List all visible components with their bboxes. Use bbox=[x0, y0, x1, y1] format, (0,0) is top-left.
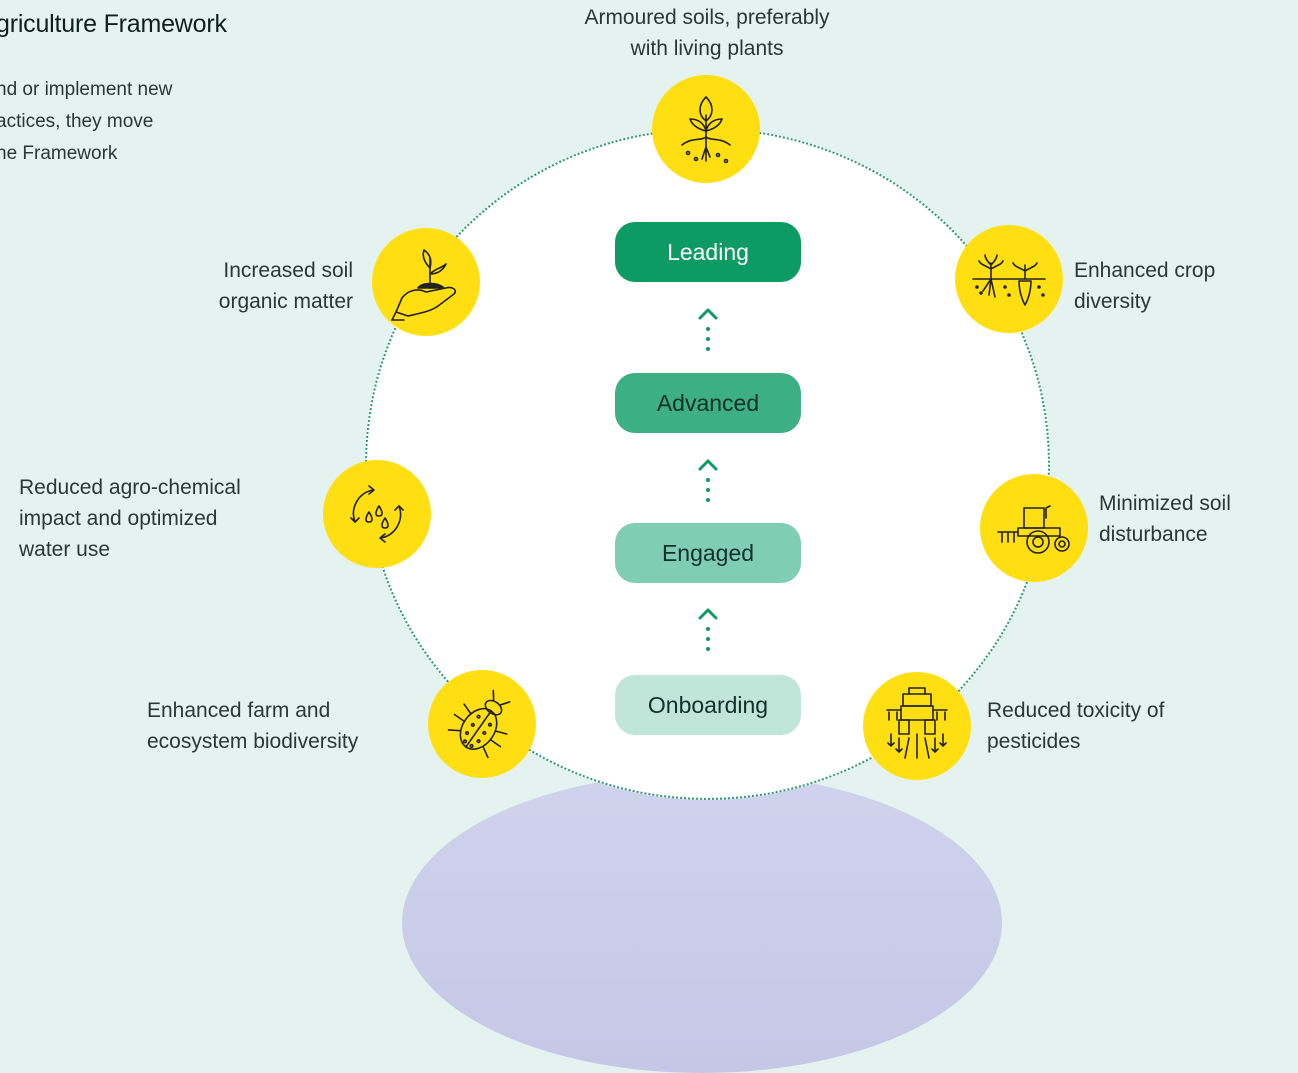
label-soil-disturbance: Minimized soil disturbance bbox=[1099, 488, 1231, 550]
label-organic-matter: Increased soil organic matter bbox=[173, 255, 353, 317]
intro-text: nd or implement new actices, they move h… bbox=[0, 74, 286, 170]
hand-holding-seedling-icon bbox=[372, 228, 480, 336]
intro-line: actices, they move bbox=[0, 111, 154, 132]
label-agrochemical: Reduced agro-chemical impact and optimiz… bbox=[19, 472, 241, 565]
stage-engaged: Engaged bbox=[615, 523, 801, 583]
stage-leading: Leading bbox=[615, 222, 801, 282]
label-line: pesticides bbox=[987, 730, 1081, 753]
label-line: organic matter bbox=[218, 290, 353, 313]
label-armoured-soils: Armoured soils, preferably with living p… bbox=[550, 2, 864, 64]
label-line: Reduced toxicity of bbox=[987, 699, 1165, 722]
label-biodiversity: Enhanced farm and ecosystem biodiversity bbox=[147, 695, 358, 757]
label-line: diversity bbox=[1074, 290, 1152, 313]
label-line: ecosystem biodiversity bbox=[147, 730, 359, 753]
label-line: Enhanced farm and bbox=[147, 699, 331, 722]
intro-line: nd or implement new bbox=[0, 79, 173, 100]
chevron-up-connector-icon bbox=[698, 459, 718, 502]
label-pesticide-toxicity: Reduced toxicity of pesticides bbox=[987, 695, 1164, 757]
chevron-up-connector-icon bbox=[698, 308, 718, 351]
pesticide-sprayer-icon bbox=[863, 672, 971, 780]
tractor-tiller-icon bbox=[980, 474, 1088, 582]
page-title: griculture Framework bbox=[0, 10, 227, 38]
label-crop-diversity: Enhanced crop diversity bbox=[1074, 255, 1215, 317]
sprout-in-soil-icon bbox=[652, 75, 760, 183]
label-line: Armoured soils, preferably bbox=[584, 6, 830, 29]
label-line: Reduced agro-chemical bbox=[19, 476, 241, 499]
stage-advanced: Advanced bbox=[615, 373, 801, 433]
label-line: impact and optimized bbox=[19, 507, 218, 530]
label-line: Enhanced crop bbox=[1074, 259, 1216, 282]
intro-line: he Framework bbox=[0, 143, 118, 164]
label-line: water use bbox=[19, 538, 111, 561]
chevron-up-connector-icon bbox=[698, 608, 718, 651]
label-line: disturbance bbox=[1099, 523, 1208, 546]
label-line: with living plants bbox=[630, 37, 784, 60]
beetle-icon bbox=[428, 670, 536, 778]
root-crops-icon bbox=[955, 225, 1063, 333]
label-line: Increased soil bbox=[223, 259, 353, 282]
label-line: Minimized soil bbox=[1099, 492, 1231, 515]
stage-onboarding: Onboarding bbox=[615, 675, 801, 735]
bottom-decorative-arc bbox=[402, 773, 1002, 1073]
water-drops-cycle-icon bbox=[323, 460, 431, 568]
